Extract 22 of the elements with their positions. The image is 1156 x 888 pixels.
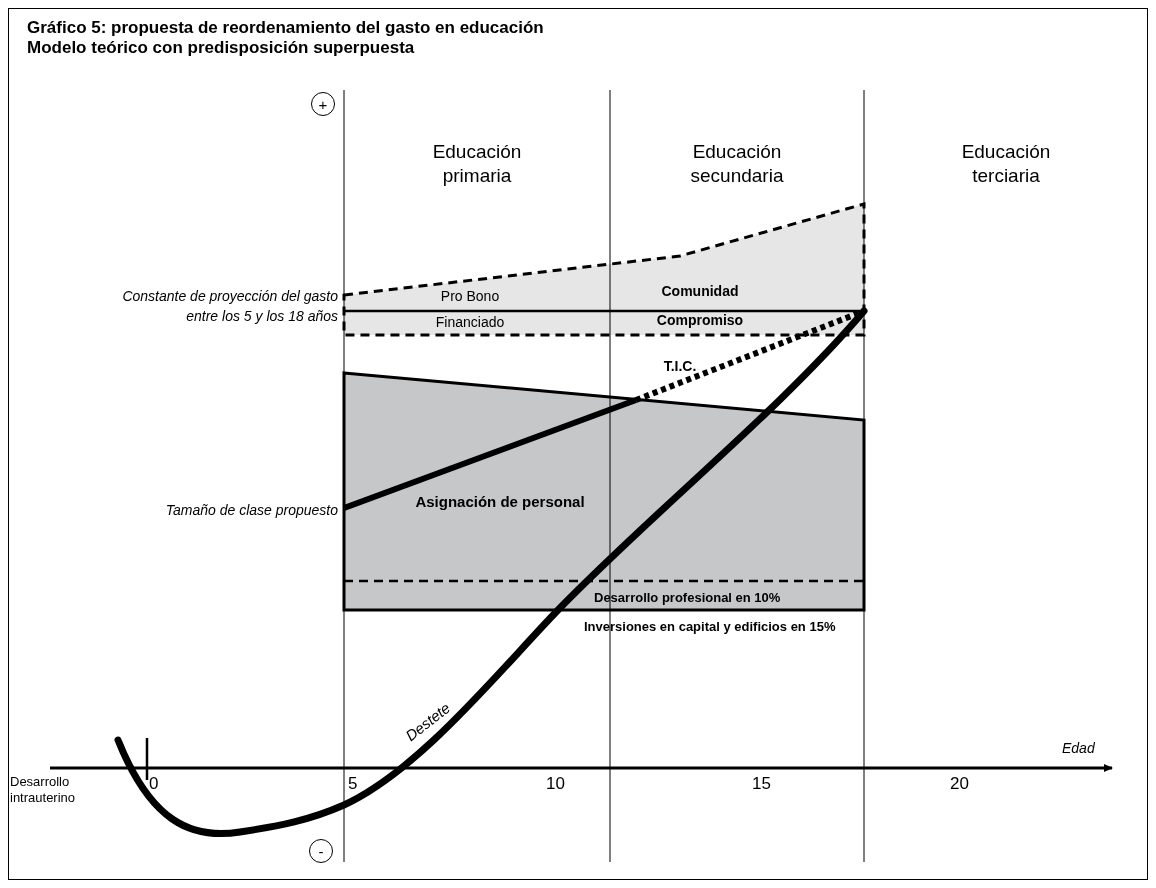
axis-tick-label: 5 bbox=[348, 774, 359, 794]
area-label: Financiado bbox=[434, 314, 506, 330]
area-label: Desarrollo profesional en 10% bbox=[594, 590, 782, 606]
area-label: Pro Bono bbox=[439, 288, 501, 304]
axis-tick-label: 10 bbox=[546, 774, 566, 794]
annotation: Tamaño de clase propuesto bbox=[164, 502, 338, 518]
column-heading: Educación primaria bbox=[431, 140, 523, 188]
chart-title: Gráfico 5: propuesta de reordenamiento del gasto en educación bbox=[27, 18, 545, 38]
axis-tick-label: 20 bbox=[950, 774, 970, 794]
axis-title: Edad bbox=[1062, 740, 1096, 756]
annotation: Desarrollo intrauterino bbox=[10, 774, 77, 806]
subtitle: Modelo teórico con predisposición superpuesta bbox=[27, 38, 416, 58]
annotation: Constante de proyección del gasto entre los 5 y los 18 años bbox=[121, 287, 338, 326]
axis-tick-label: 15 bbox=[752, 774, 772, 794]
area-label: T.I.C. bbox=[662, 358, 698, 374]
area-label: Asignación de personal bbox=[414, 494, 586, 510]
area-label: Comunidad bbox=[660, 283, 740, 299]
column-heading: Educación secundaria bbox=[689, 140, 785, 188]
axis-tick-label: 0 bbox=[149, 774, 160, 794]
column-heading: Educación terciaria bbox=[960, 140, 1052, 188]
area-label: Compromiso bbox=[655, 312, 745, 328]
area-label: Inversiones en capital y edificios en 15% bbox=[584, 619, 837, 635]
